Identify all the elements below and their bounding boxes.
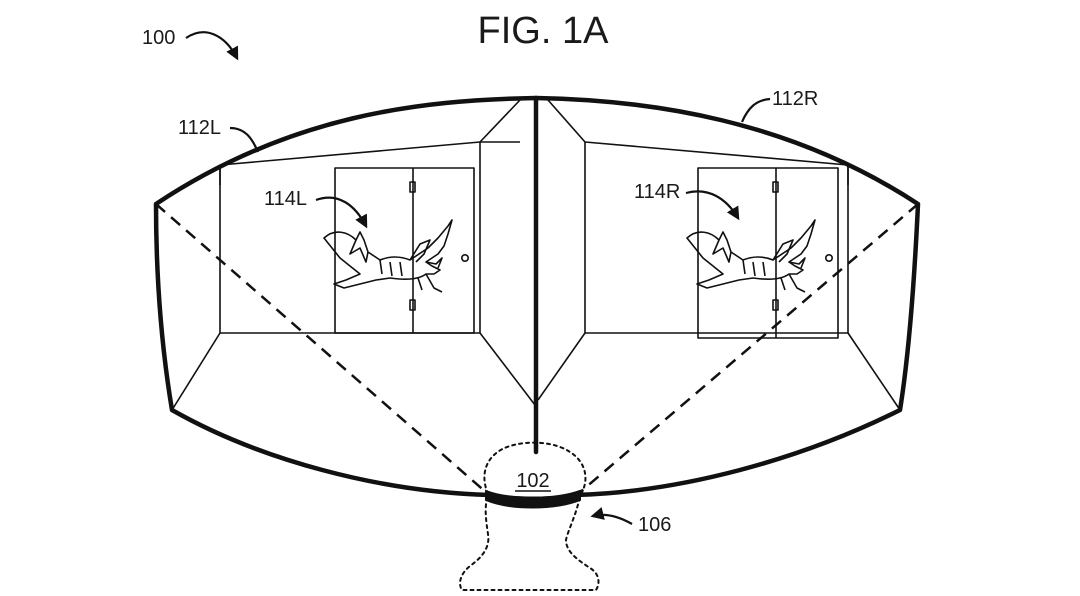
user-head-outline xyxy=(459,441,600,591)
label-114R-arrow xyxy=(685,190,740,221)
right-floor-edge-right xyxy=(847,332,901,411)
left-floor-edge-right xyxy=(479,332,536,406)
label-100: 100 xyxy=(142,27,175,49)
label-106: 106 xyxy=(638,514,671,536)
dragon-114L-icon xyxy=(323,219,453,293)
left-view-112L: 114L xyxy=(171,99,536,411)
dragon-114R-icon xyxy=(686,219,816,293)
label-112L-leader xyxy=(229,126,260,153)
left-door xyxy=(334,167,475,334)
fov-line-left xyxy=(155,203,489,495)
label-114L: 114L xyxy=(264,188,307,210)
label-114L-arrow xyxy=(315,196,368,229)
left-ceiling-edge xyxy=(479,99,521,143)
right-door xyxy=(697,167,839,339)
hmd-band xyxy=(485,489,581,509)
label-112R: 112R xyxy=(772,88,818,110)
label-114R: 114R xyxy=(634,181,680,203)
label-112L: 112L xyxy=(178,117,221,139)
label-102: 102 xyxy=(516,470,549,492)
label-100-arrow xyxy=(185,31,239,61)
right-view-112R: 114R xyxy=(537,99,901,411)
figure-title: FIG. 1A xyxy=(478,10,610,52)
left-back-wall xyxy=(219,141,481,334)
label-106-arrow xyxy=(590,507,633,525)
left-floor-edge-left xyxy=(171,332,221,411)
right-floor-edge-left xyxy=(537,332,586,401)
fov-line-right xyxy=(577,203,919,495)
label-112R-leader xyxy=(740,97,771,123)
right-ceiling-edge xyxy=(547,99,586,143)
